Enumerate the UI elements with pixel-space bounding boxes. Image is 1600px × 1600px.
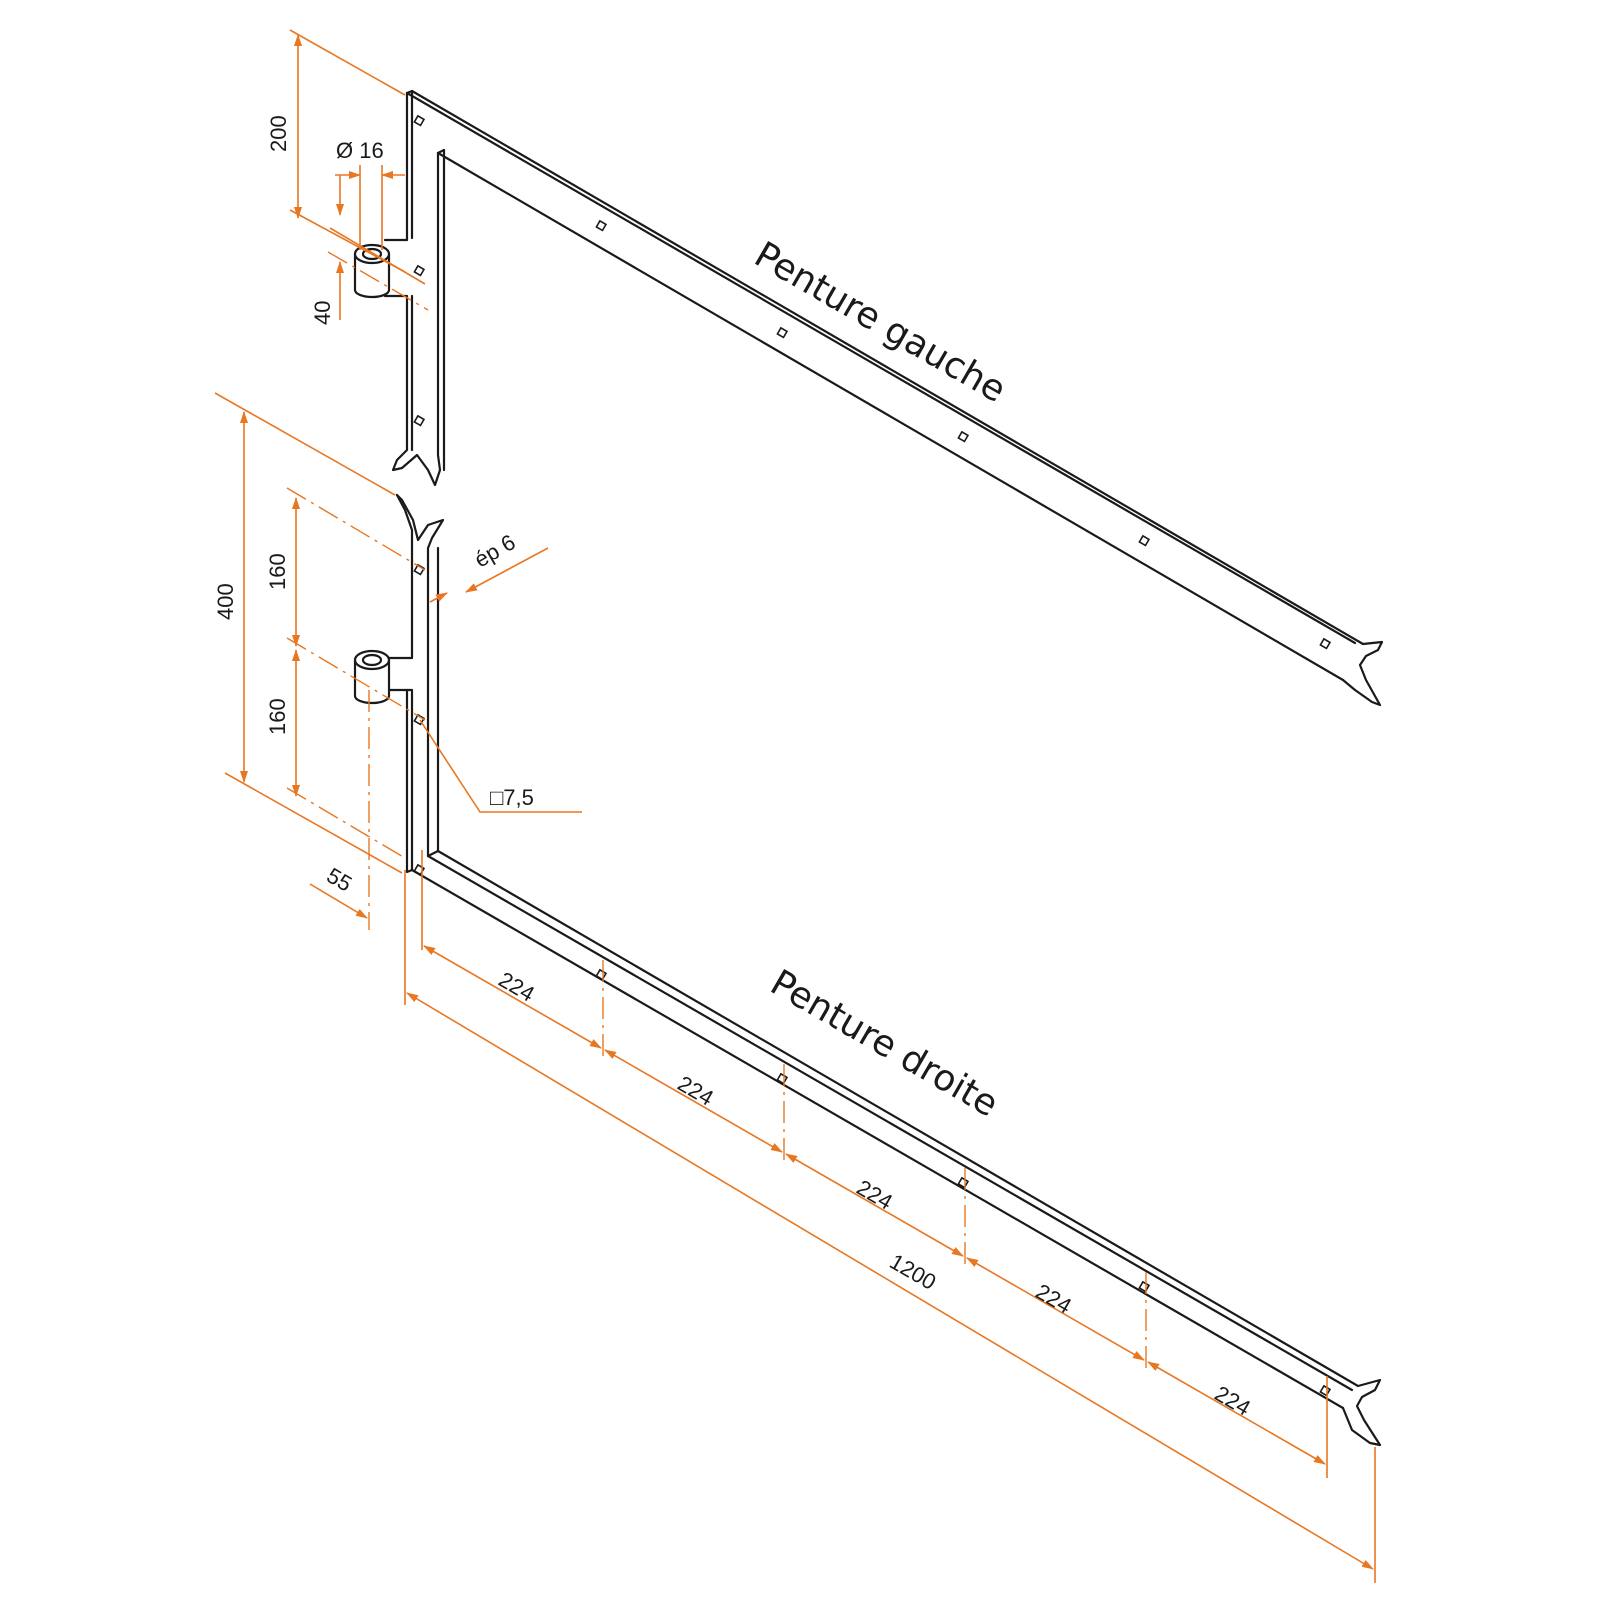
title-left-strap: Penture gauche	[748, 234, 1013, 411]
dim-160-lower: 160	[265, 698, 290, 735]
dim-diameter-16: Ø 16	[336, 138, 384, 163]
dim-224-2: 224	[674, 1071, 718, 1111]
dim-40: 40	[310, 301, 335, 325]
dim-thickness: ép 6	[470, 529, 520, 572]
dim-224-5: 224	[1211, 1381, 1255, 1421]
left-strap-holes	[413, 114, 1332, 650]
title-right-strap: Penture droite	[764, 962, 1005, 1125]
dim-224-1: 224	[495, 967, 539, 1007]
dim-hole-size: □7,5	[490, 785, 534, 810]
dim-1200: 1200	[886, 1249, 941, 1295]
dim-160-upper: 160	[265, 553, 290, 590]
dim-224-3: 224	[853, 1175, 897, 1215]
dim-400: 400	[213, 583, 238, 620]
dimension-lines	[214, 29, 1376, 1583]
dim-224-4: 224	[1032, 1279, 1076, 1319]
left-strap	[353, 89, 1384, 707]
pin-right	[353, 649, 391, 705]
dim-200: 200	[266, 115, 291, 152]
dim-55: 55	[323, 863, 357, 897]
